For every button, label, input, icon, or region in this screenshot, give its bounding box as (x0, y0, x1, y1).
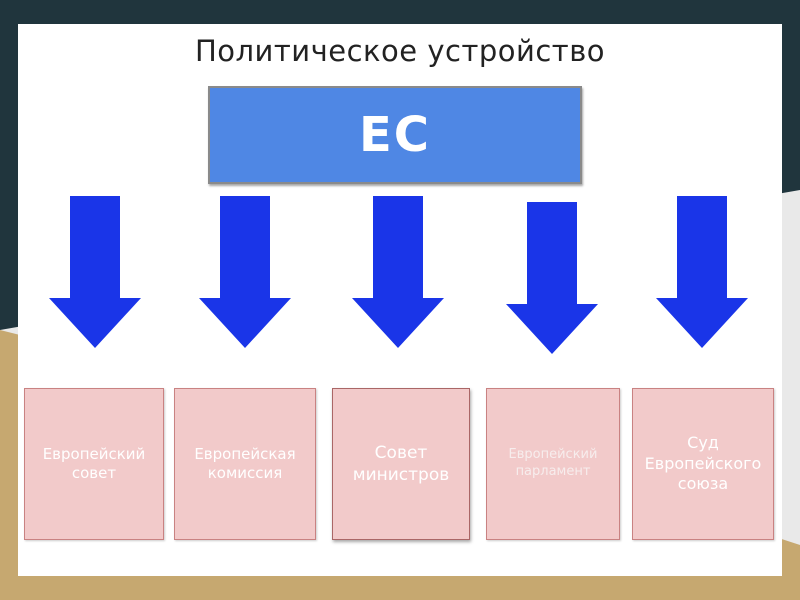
council-of-ministers-box: Совет министров (332, 388, 470, 540)
european-council-box: Европейский совет (24, 388, 164, 540)
council-of-ministers-label: Совет министров (352, 442, 450, 485)
eu-court-box: Суд Европейского союза (632, 388, 774, 540)
slide-canvas: Политическое устройство ЕС Европейский с… (18, 24, 782, 576)
down-arrow-icon (352, 196, 444, 348)
european-parliament-box: Европейский парламент (486, 388, 620, 540)
european-parliament-label: Европейский парламент (508, 447, 598, 479)
down-arrow-icon (656, 196, 748, 348)
european-commission-box: Европейская комиссия (174, 388, 316, 540)
european-council-label: Европейский совет (42, 444, 146, 483)
down-arrow-icon (199, 196, 291, 348)
down-arrow-icon (506, 202, 598, 354)
eu-main-box: ЕС (208, 86, 582, 184)
eu-court-label: Суд Европейского союза (644, 432, 762, 494)
eu-main-box-label: ЕС (358, 107, 431, 163)
slide-title: Политическое устройство (194, 34, 606, 68)
down-arrow-icon (49, 196, 141, 348)
european-commission-label: Европейская комиссия (194, 444, 296, 483)
